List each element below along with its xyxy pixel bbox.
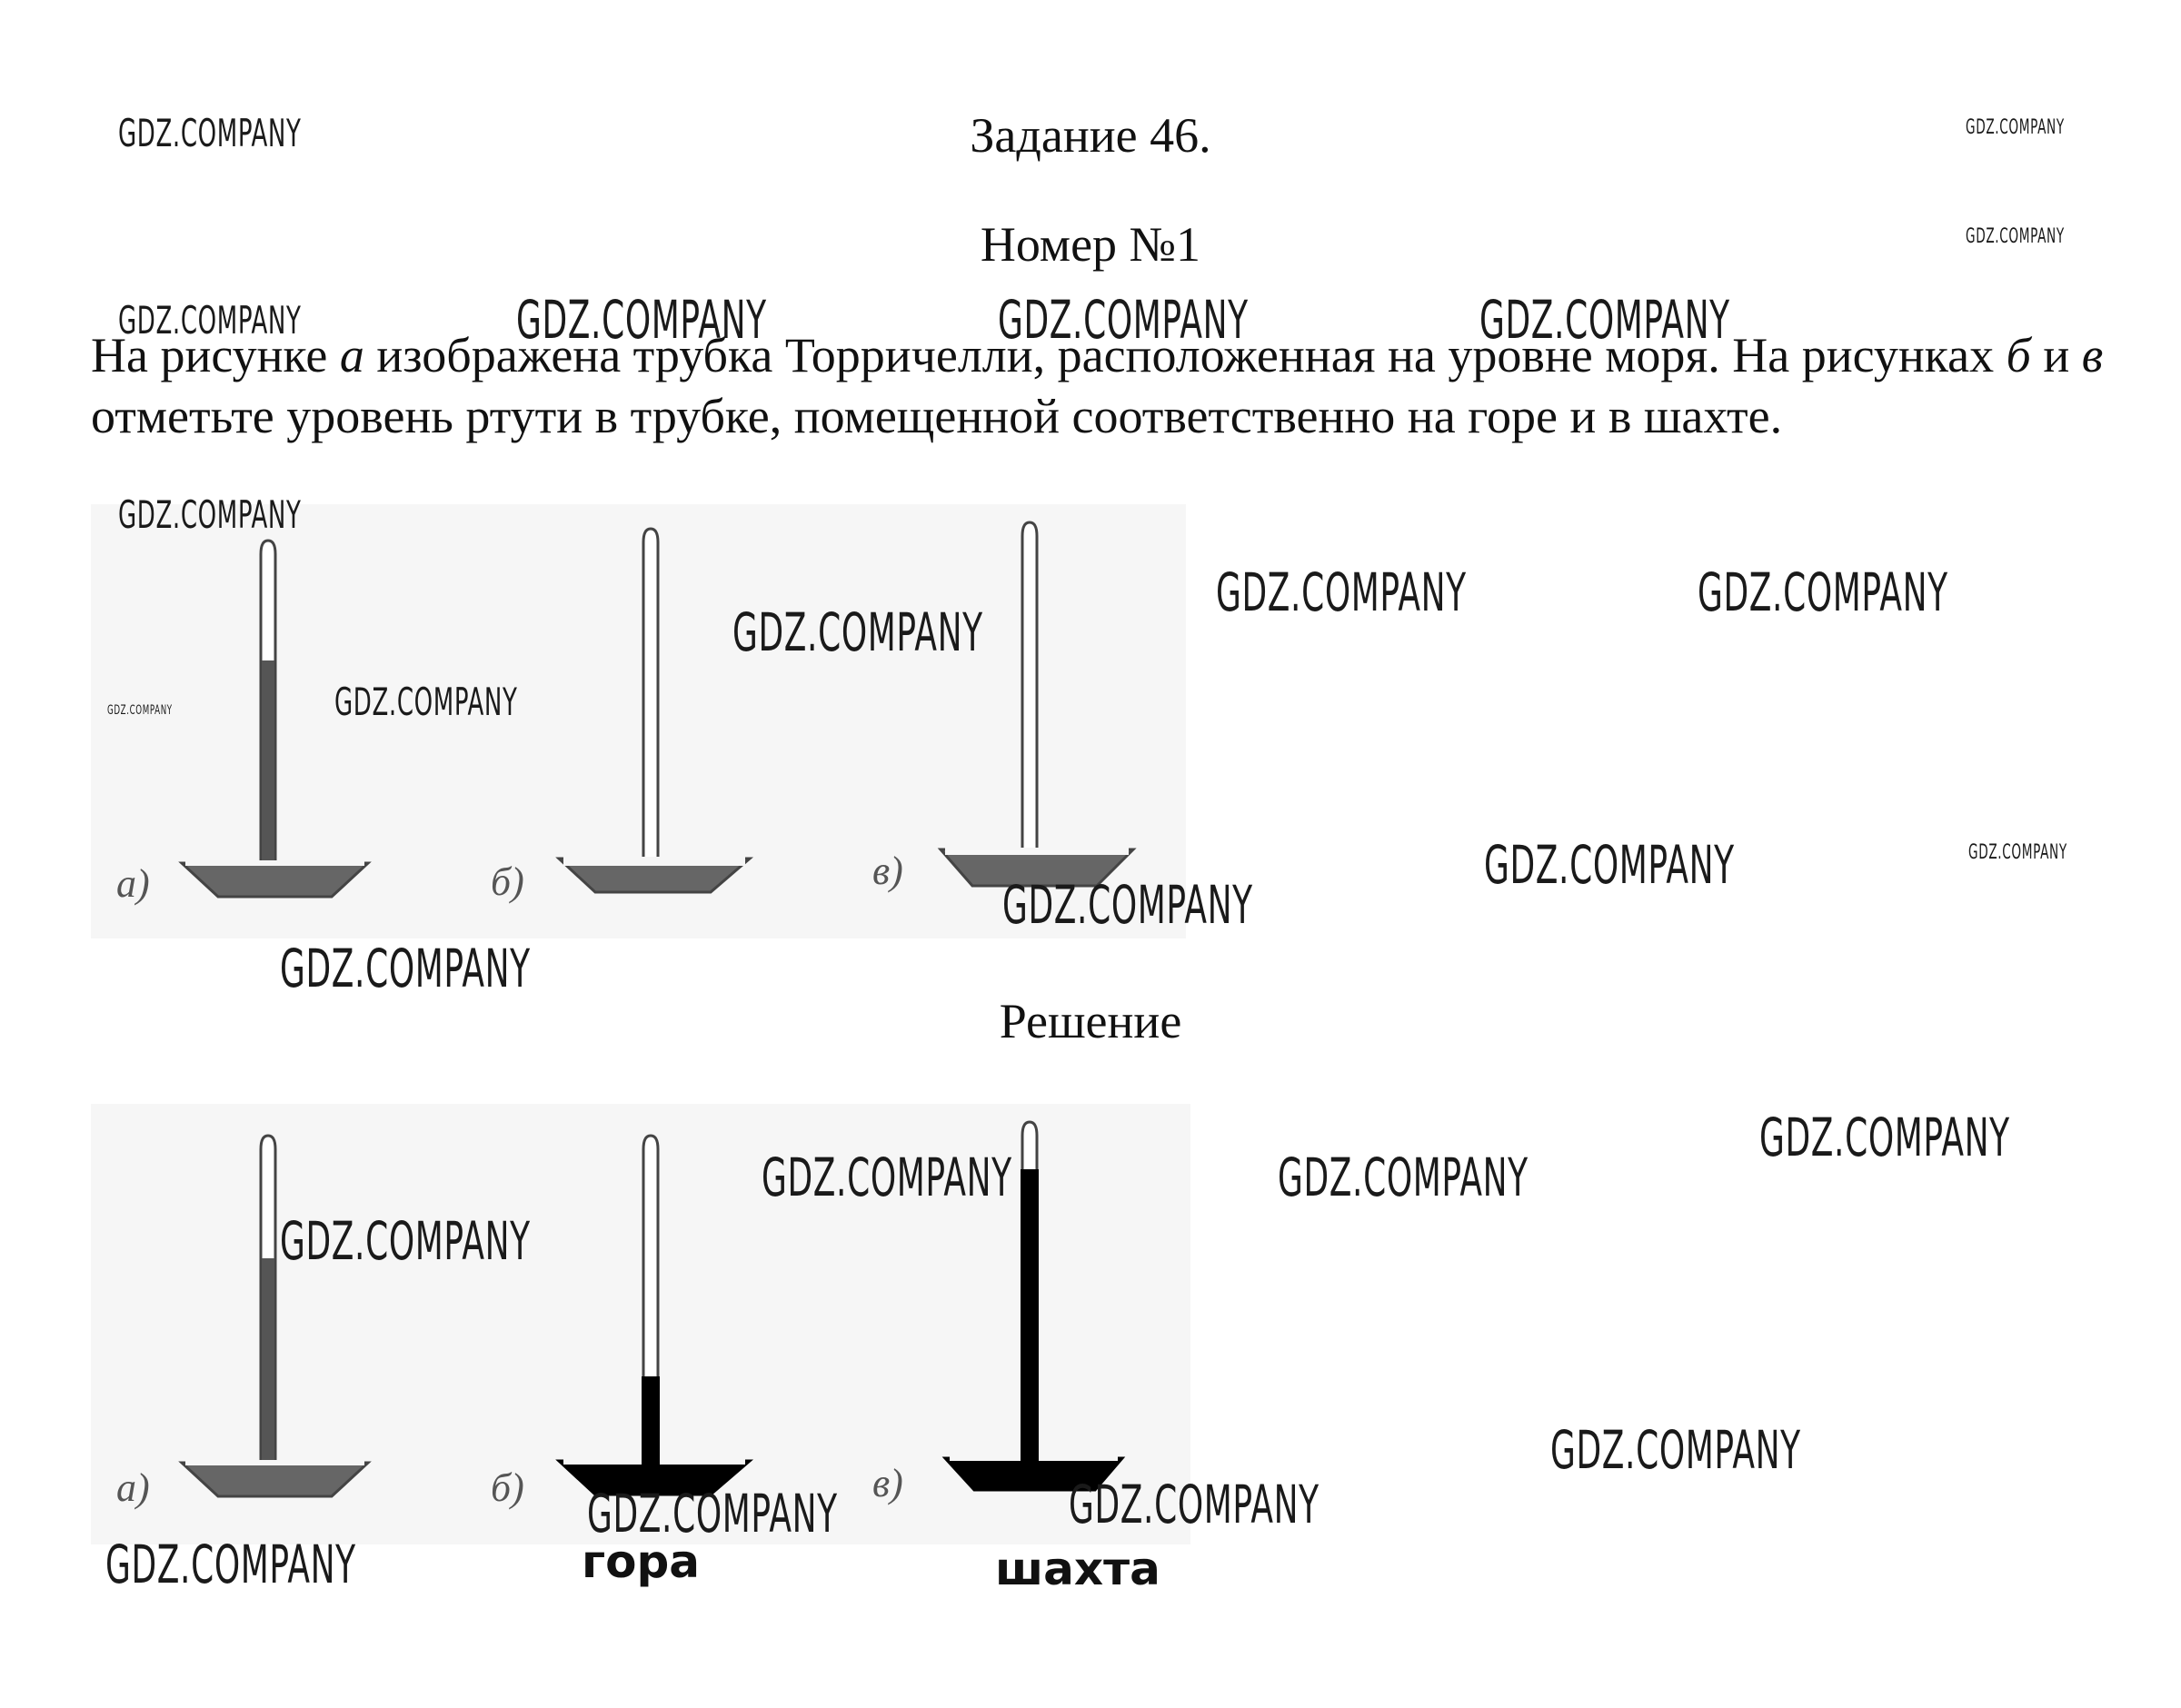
problem-figure: а) б) в) (91, 504, 1186, 938)
label-a: а (339, 328, 364, 382)
watermark: GDZ.COMPANY (587, 1483, 838, 1544)
solution-figure: а) б) в) (91, 1104, 1190, 1544)
watermark: GDZ.COMPANY (118, 111, 302, 155)
torricelli-tubes-problem: а) б) в) (116, 521, 1137, 906)
mercury-column (262, 1258, 274, 1467)
watermark: GDZ.COMPANY (1968, 841, 2067, 864)
figure-label-a: а) (116, 1465, 150, 1510)
watermark: GDZ.COMPANY (1698, 561, 1948, 623)
tube-a: а) (116, 539, 372, 906)
solution-tube-a: а) (116, 1134, 372, 1510)
watermark: GDZ.COMPANY (762, 1147, 1012, 1208)
solution-tube-v-mine: в) (872, 1120, 1126, 1505)
watermark: GDZ.COMPANY (1759, 1107, 2010, 1168)
watermark: GDZ.COMPANY (280, 938, 531, 999)
watermark: GDZ.COMPANY (118, 298, 302, 343)
label-v: в (2081, 328, 2104, 382)
task-text-part: и (2030, 328, 2082, 382)
task-text-part: отметьте уровень ртути в трубке, помещен… (91, 389, 1783, 443)
watermark: GDZ.COMPANY (1278, 1147, 1529, 1208)
tube-b: б) (491, 527, 754, 904)
task-statement: На рисунке а изображена трубка Торричелл… (91, 325, 2126, 447)
watermark: GDZ.COMPANY (1966, 116, 2065, 139)
figure-label-b: б) (491, 859, 524, 904)
watermark: GDZ.COMPANY (1069, 1474, 1320, 1535)
mercury-column-marked (642, 1376, 660, 1467)
watermark: GDZ.COMPANY (107, 703, 173, 718)
mercury-column-marked (1021, 1169, 1039, 1463)
tube-v: в) (872, 521, 1137, 893)
torricelli-tubes-solution: а) б) в) (116, 1120, 1126, 1510)
label-b: б (2006, 328, 2031, 382)
caption-mountain: гора (582, 1535, 701, 1588)
figure-label-b: б) (491, 1465, 524, 1510)
watermark: GDZ.COMPANY (732, 601, 983, 663)
task-title: Задание 46. (970, 108, 1211, 163)
watermark: GDZ.COMPANY (516, 289, 767, 351)
caption-mine: шахта (995, 1543, 1160, 1595)
watermark: GDZ.COMPANY (280, 1210, 531, 1272)
watermark: GDZ.COMPANY (118, 492, 302, 537)
task-number: Номер №1 (980, 217, 1201, 272)
task-text-part: изображена трубка Торричелли, расположен… (364, 328, 2007, 382)
figure-label-a: а) (116, 861, 150, 906)
figure-label-v: в) (872, 1461, 903, 1505)
watermark: GDZ.COMPANY (1216, 561, 1467, 623)
solution-title: Решение (999, 994, 1182, 1048)
mercury-dish (178, 861, 372, 899)
solution-tube-b-mountain: б) (491, 1134, 754, 1510)
mercury-column (262, 660, 274, 868)
watermark: GDZ.COMPANY (1002, 874, 1253, 936)
task-text-part: На рисунке (91, 328, 340, 382)
mercury-dish (178, 1461, 372, 1498)
watermark: GDZ.COMPANY (1479, 289, 1730, 351)
watermark: GDZ.COMPANY (334, 680, 518, 724)
watermark: GDZ.COMPANY (998, 289, 1249, 351)
figure-label-v: в) (872, 849, 903, 893)
watermark: GDZ.COMPANY (1550, 1419, 1801, 1481)
watermark: GDZ.COMPANY (105, 1534, 356, 1595)
watermark: GDZ.COMPANY (1484, 834, 1735, 896)
watermark: GDZ.COMPANY (1966, 225, 2065, 248)
